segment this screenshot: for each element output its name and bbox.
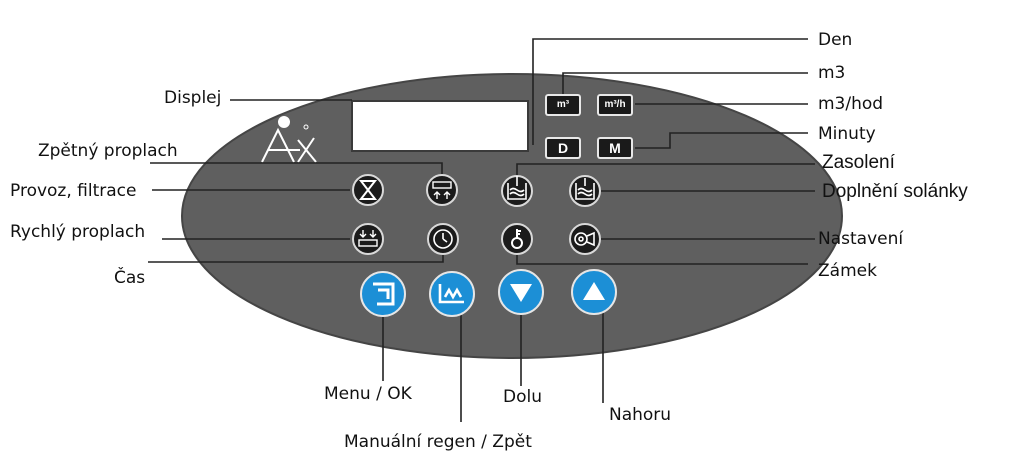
den-key[interactable]: D: [545, 137, 581, 159]
label-nahoru: Nahoru: [609, 405, 672, 425]
manual-regen-button[interactable]: [429, 271, 475, 317]
leader-den: [532, 38, 808, 145]
label-m3-hod: m3/hod: [818, 94, 884, 114]
label-cas: Čas: [114, 268, 146, 288]
zpetny-proplach-button[interactable]: [426, 174, 458, 206]
brine-tank-icon: [507, 176, 527, 200]
arrow-down-icon: [510, 284, 532, 302]
minuty-key[interactable]: M: [597, 137, 633, 159]
zasoleni-button[interactable]: [501, 175, 533, 207]
label-zamek: Zámek: [818, 261, 877, 281]
label-rychly-proplach: Rychlý proplach: [10, 222, 146, 242]
cas-button[interactable]: [427, 223, 459, 255]
key-icon: [511, 229, 523, 249]
label-manualni-regen: Manuální regen / Zpět: [344, 432, 532, 452]
menu-ok-button[interactable]: [360, 271, 406, 317]
label-provoz-filtrace: Provoz, filtrace: [10, 181, 137, 201]
hourglass-icon: [358, 180, 378, 200]
leader-zasoleni: [516, 163, 815, 177]
label-menu-ok: Menu / OK: [324, 384, 412, 404]
brand-logo: [261, 116, 317, 163]
backwash-icon: [432, 181, 452, 199]
label-minuty: Minuty: [818, 124, 876, 144]
manual-regen-icon: [438, 284, 464, 304]
label-m3: m3: [818, 63, 846, 83]
leader-zamek: [516, 252, 808, 265]
m3-key[interactable]: m³: [545, 94, 581, 116]
leader-minuty: [635, 132, 808, 149]
fast-rinse-icon: [358, 230, 378, 247]
m3h-key[interactable]: m³/h: [597, 94, 633, 116]
label-doplneni-solanky: Doplnění solánky: [822, 181, 968, 202]
doplneni-solanky-button[interactable]: [569, 175, 601, 207]
nahoru-button[interactable]: [571, 269, 617, 315]
settings-icon: [574, 231, 595, 247]
arrow-up-icon: [583, 282, 605, 300]
nastaveni-button[interactable]: [569, 223, 601, 255]
menu-ok-icon: [373, 282, 395, 306]
panel-body: [181, 73, 843, 359]
label-displej: Displej: [164, 88, 222, 108]
display-window: [351, 100, 529, 152]
brine-refill-icon: [575, 178, 595, 200]
zamek-button[interactable]: [501, 223, 533, 255]
provoz-button[interactable]: [352, 174, 384, 206]
label-zpetny-proplach: Zpětný proplach: [38, 141, 178, 161]
label-dolu: Dolu: [503, 387, 542, 407]
clock-icon: [433, 229, 453, 249]
rychly-proplach-button[interactable]: [352, 223, 384, 255]
leader-cas: [148, 252, 444, 263]
label-nastaveni: Nastavení: [818, 229, 904, 249]
dolu-button[interactable]: [498, 269, 544, 315]
leader-lines: [148, 38, 815, 422]
leader-zpetny: [150, 162, 443, 178]
leader-m3: [562, 72, 808, 100]
label-zasoleni: Zasolení: [822, 152, 895, 173]
label-den: Den: [818, 30, 853, 50]
